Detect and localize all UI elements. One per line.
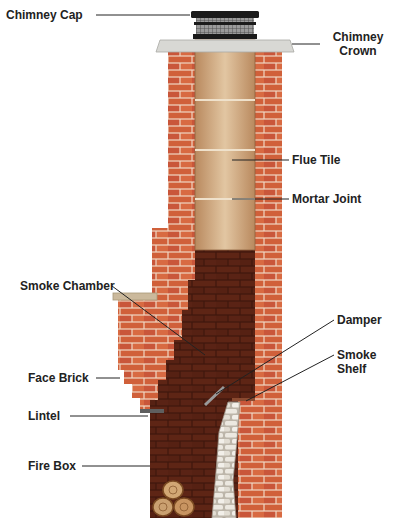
mortar-joint-line — [195, 149, 255, 151]
part-label: Lintel — [28, 409, 88, 423]
firebox-back-wall — [212, 402, 240, 518]
part-label: Smoke Shelf — [337, 348, 399, 376]
leader-line — [96, 378, 120, 379]
log — [163, 481, 183, 499]
leader-line — [96, 15, 190, 16]
damper-plate — [205, 387, 224, 405]
lintel-bar — [140, 409, 164, 413]
cap-ring — [193, 34, 257, 39]
cap-top — [191, 11, 259, 18]
part-label: Chimney Cap — [6, 8, 98, 22]
leader-line — [70, 416, 148, 417]
part-label: Flue Tile — [292, 153, 392, 167]
part-label: Face Brick — [28, 371, 98, 385]
log-ring — [169, 486, 177, 494]
smoke-shelf-brick — [238, 400, 255, 518]
leader-lines — [70, 15, 334, 466]
leader-line — [216, 320, 334, 394]
part-label: Chimney Crown — [320, 30, 396, 58]
leader-line — [246, 355, 334, 401]
smoke-chamber-interior — [150, 250, 255, 518]
part-label: Mortar Joint — [292, 192, 392, 206]
part-label: Damper — [337, 313, 399, 327]
leader-line — [232, 160, 289, 161]
leader-line — [112, 286, 205, 355]
chimney-crown — [156, 40, 294, 52]
mortar-joint-line — [195, 99, 255, 101]
log-ring — [159, 503, 167, 511]
cap-ring — [194, 22, 256, 25]
log — [174, 498, 194, 516]
leader-line — [292, 44, 320, 45]
part-label: Fire Box — [28, 459, 88, 473]
mantel-shelf — [113, 293, 157, 300]
leader-line — [82, 466, 150, 467]
log — [153, 498, 173, 516]
flue-tile — [195, 40, 255, 250]
log-ring — [180, 503, 188, 511]
leader-line — [232, 199, 289, 200]
part-label: Smoke Chamber — [20, 279, 116, 293]
